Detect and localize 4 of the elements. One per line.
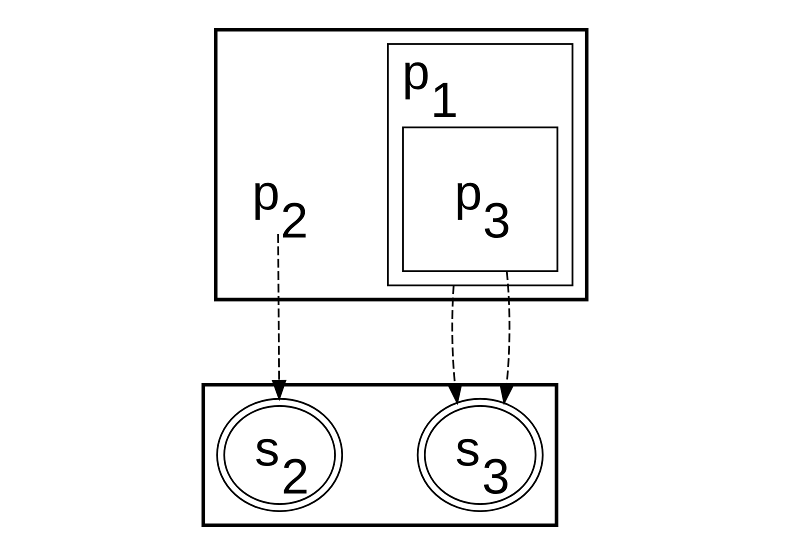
arrow bbox=[499, 271, 514, 406]
arrow bbox=[272, 234, 287, 402]
arrow bbox=[448, 285, 462, 406]
cluster bbox=[214, 28, 588, 302]
